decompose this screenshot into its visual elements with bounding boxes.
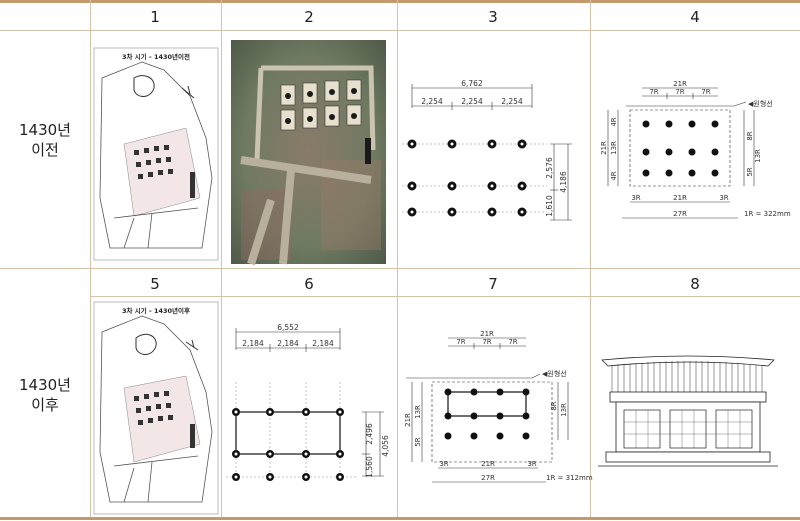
- plan-before-bottom-total: 27R: [673, 210, 687, 218]
- grid-after-side-b: 1,560: [365, 456, 374, 478]
- column-grid-plan-before: 6,762 2,254 2,254 2,254 2,576 1,610 4,18…: [402, 79, 572, 221]
- column-number-5: 5: [150, 275, 160, 293]
- excavation-aerial-photo: [231, 40, 386, 266]
- plan-before-right-3: 5R: [746, 167, 754, 176]
- plan-before-left-2: 13R: [610, 141, 618, 155]
- plan-before-left-total: 21R: [600, 141, 608, 155]
- plan-before-top-bay-2: 7R: [675, 88, 684, 96]
- plan-before-top-total: 21R: [673, 80, 687, 88]
- col-divider-2: [397, 0, 398, 517]
- column-number-7: 7: [488, 275, 498, 293]
- grid-before-span-1: 2,254: [421, 97, 443, 106]
- column-number-3: 3: [488, 8, 498, 26]
- bottom-rule: [0, 517, 800, 520]
- plan-before-unit-note: 1R = 322mm: [744, 210, 791, 218]
- front-elevation-drawing: [598, 355, 778, 467]
- plan-before-left-3: 4R: [610, 171, 618, 180]
- col-divider-3: [590, 0, 591, 517]
- plan-after-left-2: 13R: [414, 405, 422, 419]
- row-divider: [0, 268, 800, 269]
- grid-before-span-2: 2,254: [461, 97, 483, 106]
- plan-before-bottom-3: 3R: [719, 194, 728, 202]
- site-plan-before-title: 3차 시기 - 1430년이전: [122, 52, 190, 61]
- column-number-6: 6: [304, 275, 314, 293]
- plan-before-top-bay-1: 7R: [649, 88, 658, 96]
- plan-after-right-2: 13R: [560, 403, 568, 417]
- plan-before-top-bay-3: 7R: [701, 88, 710, 96]
- row-label-after-year: 1430년: [19, 376, 71, 394]
- grid-after-side-a: 2,496: [365, 423, 374, 445]
- top-rule: [0, 0, 800, 3]
- plan-before-right-1: 8R: [746, 131, 754, 140]
- plan-after-bottom-total: 27R: [481, 474, 495, 482]
- plan-after-bottom-3: 3R: [527, 460, 536, 468]
- row-label-before: 1430년 이전: [5, 120, 85, 160]
- row-label-before-text: 이전: [31, 141, 59, 159]
- plan-after-top-bay-1: 7R: [456, 338, 465, 346]
- row-label-after: 1430년 이후: [5, 375, 85, 415]
- plan-before-right-2: 13R: [754, 149, 762, 163]
- plan-before-left-1: 4R: [610, 117, 618, 126]
- row-label-after-text: 이후: [31, 396, 59, 414]
- modular-plan-after: 21R 7R 7R 7R ◀원형선 21R 13R 5R 8R 13R 3R 2…: [404, 330, 593, 483]
- column-grid-plan-after: 6,552 2,184 2,184 2,184 2,496 1,560 4,05…: [226, 323, 390, 482]
- site-plan-after-title: 3차 시기 - 1430년이후: [122, 306, 190, 315]
- row-label-before-year: 1430년: [19, 121, 71, 139]
- plan-after-top-bay-3: 7R: [508, 338, 517, 346]
- column-number-1: 1: [150, 8, 160, 26]
- header2-divider: [90, 296, 800, 297]
- modular-plan-before: 21R 7R 7R 7R ◀원형선 21R 4R 13R 4R 8R 13R 5…: [600, 80, 791, 219]
- col-divider-1: [221, 0, 222, 517]
- plan-after-bottom-1: 3R: [439, 460, 448, 468]
- plan-after-left-3: 5R: [414, 437, 422, 446]
- grid-before-span-3: 2,254: [501, 97, 523, 106]
- grid-before-side-a: 2,576: [545, 157, 554, 179]
- grid-after-span-2: 2,184: [277, 339, 299, 348]
- plan-after-top-total: 21R: [480, 330, 494, 338]
- plan-after-top-bay-2: 7R: [482, 338, 491, 346]
- column-number-8: 8: [690, 275, 700, 293]
- column-number-2: 2: [304, 8, 314, 26]
- plan-before-bottom-1: 3R: [631, 194, 640, 202]
- plan-after-unit-note: 1R = 312mm: [546, 474, 593, 482]
- site-plan-after: 3차 시기 - 1430년이후: [93, 301, 219, 515]
- plan-after-eave-line: ◀원형선: [542, 369, 567, 378]
- header-divider: [0, 30, 800, 31]
- column-number-4: 4: [690, 8, 700, 26]
- plan-before-eave-line: ◀원형선: [748, 99, 773, 108]
- grid-after-total-width: 6,552: [277, 323, 299, 332]
- site-plan-before: 3차 시기 - 1430년이전: [93, 47, 219, 261]
- grid-after-span-3: 2,184: [312, 339, 334, 348]
- grid-after-span-1: 2,184: [242, 339, 264, 348]
- plan-after-bottom-2: 21R: [481, 460, 495, 468]
- grid-after-side-total: 4,056: [381, 435, 390, 457]
- grid-before-side-total: 4,186: [559, 171, 568, 193]
- plan-before-bottom-2: 21R: [673, 194, 687, 202]
- plan-after-left-total: 21R: [404, 413, 412, 427]
- plan-after-right-1: 8R: [550, 401, 558, 410]
- col-divider-0: [90, 0, 91, 517]
- grid-before-total-width: 6,762: [461, 79, 483, 88]
- grid-before-side-b: 1,610: [545, 195, 554, 217]
